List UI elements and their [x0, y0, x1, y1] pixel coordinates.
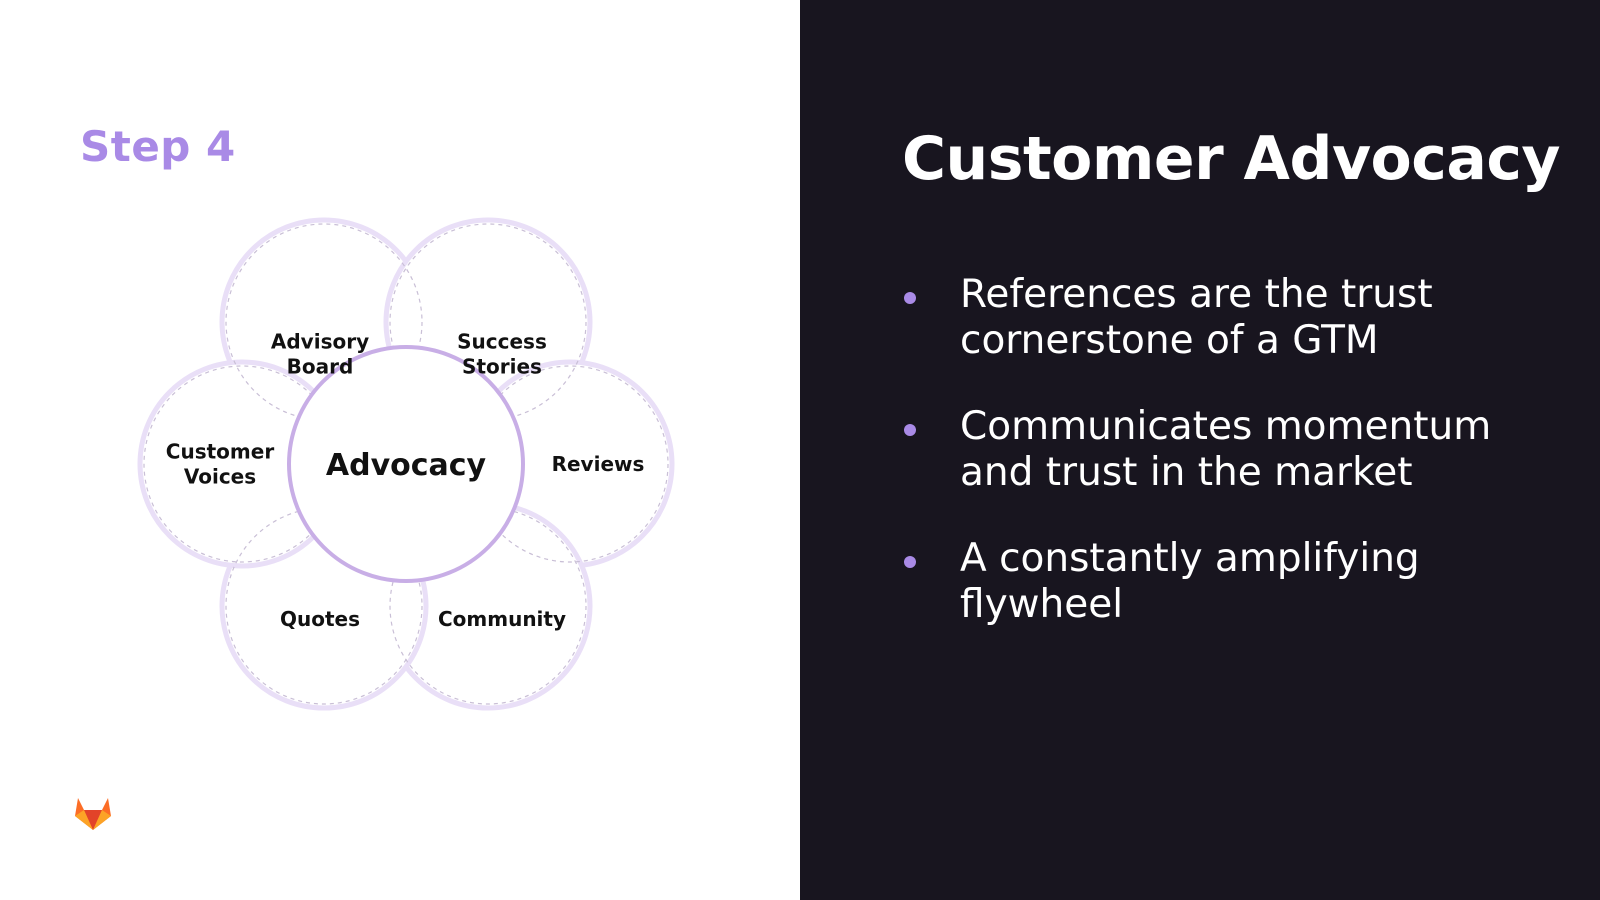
petal-label: Quotes [280, 607, 360, 631]
bullet-dot-icon [904, 292, 916, 304]
center-layer [287, 345, 525, 583]
step-label: Step 4 [80, 122, 236, 171]
bullet-dot-icon [904, 424, 916, 436]
slide-title: Customer Advocacy [902, 124, 1561, 194]
petal-circle [225, 507, 423, 705]
petal-label: Reviews [552, 452, 645, 476]
bullet-item: Communicates momentum and trust in the m… [900, 404, 1560, 496]
bullet-item: A constantly amplifying flywheel [900, 536, 1560, 628]
right-panel [800, 0, 1600, 900]
gitlab-fox-icon [75, 798, 111, 830]
center-label: Advocacy [326, 448, 487, 483]
bullet-text: Communicates momentum and trust in the m… [960, 404, 1492, 495]
center-circle [287, 345, 525, 583]
bullet-text: A constantly amplifying flywheel [960, 536, 1420, 627]
petal-label: Community [438, 607, 566, 631]
petal-circle [389, 507, 587, 705]
bullet-dot-icon [904, 556, 916, 568]
bullet-text: References are the trust cornerstone of … [960, 272, 1433, 363]
bullet-list: References are the trust cornerstone of … [900, 272, 1560, 668]
bullet-item: References are the trust cornerstone of … [900, 272, 1560, 364]
